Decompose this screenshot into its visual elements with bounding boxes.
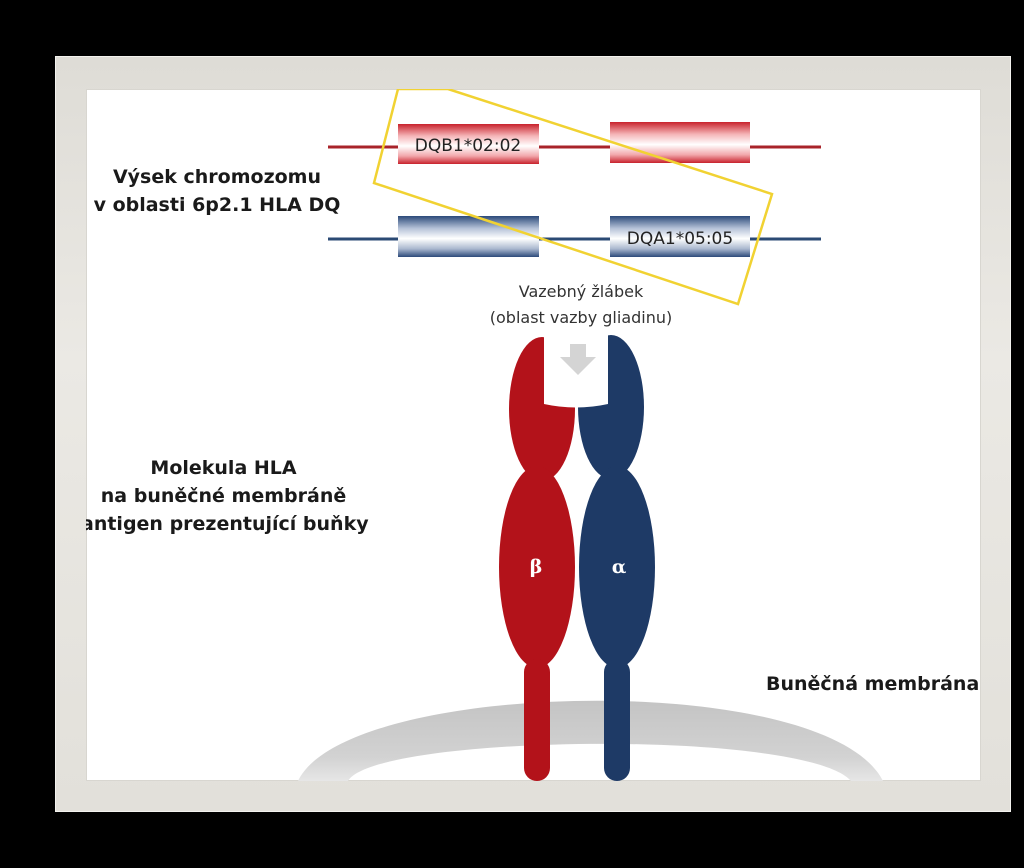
beta-symbol: β [530, 556, 543, 578]
gene-label-dqb1: DQB1*02:02 [415, 136, 521, 156]
molecule-label-line2: na buněčné membráně [100, 485, 347, 507]
hla-dq-diagram: DQB1*02:02 DQA1*05:05 β α [298, 89, 883, 781]
molecule-label-line1: Molekula HLA [150, 457, 297, 479]
groove-label-line1: Vazebný žlábek [518, 282, 644, 301]
groove-arrow-icon [560, 344, 596, 375]
cell-membrane [298, 700, 883, 781]
membrane-label: Buněčná membrána [766, 673, 980, 695]
alpha-symbol: α [612, 556, 627, 578]
gene-label-dqa1: DQA1*05:05 [627, 229, 733, 249]
gene-box-beta-2 [610, 122, 750, 163]
gene-box-dqb1 [398, 124, 539, 164]
chromosome-label-line2: v oblasti 6p2.1 HLA DQ [93, 194, 341, 216]
groove-label-line2: (oblast vazby gliadinu) [489, 308, 673, 327]
groove-label: Vazebný žlábek (oblast vazby gliadinu) [446, 279, 716, 331]
molecule-label-line3: antigen prezentující buňky [86, 513, 369, 535]
gene-box-dqa1 [610, 216, 750, 257]
chromosome-label-line1: Výsek chromozomu [112, 166, 322, 188]
diagram-panel: DQB1*02:02 DQA1*05:05 β α Výsek chromozo… [86, 89, 981, 781]
chromosome-region-label: Výsek chromozomu v oblasti 6p2.1 HLA DQ [86, 163, 348, 219]
gene-box-alpha-1 [398, 216, 539, 257]
gene-pair-highlight [372, 89, 774, 306]
hla-molecule-label: Molekula HLA na buněčné membráně antigen… [86, 454, 369, 538]
